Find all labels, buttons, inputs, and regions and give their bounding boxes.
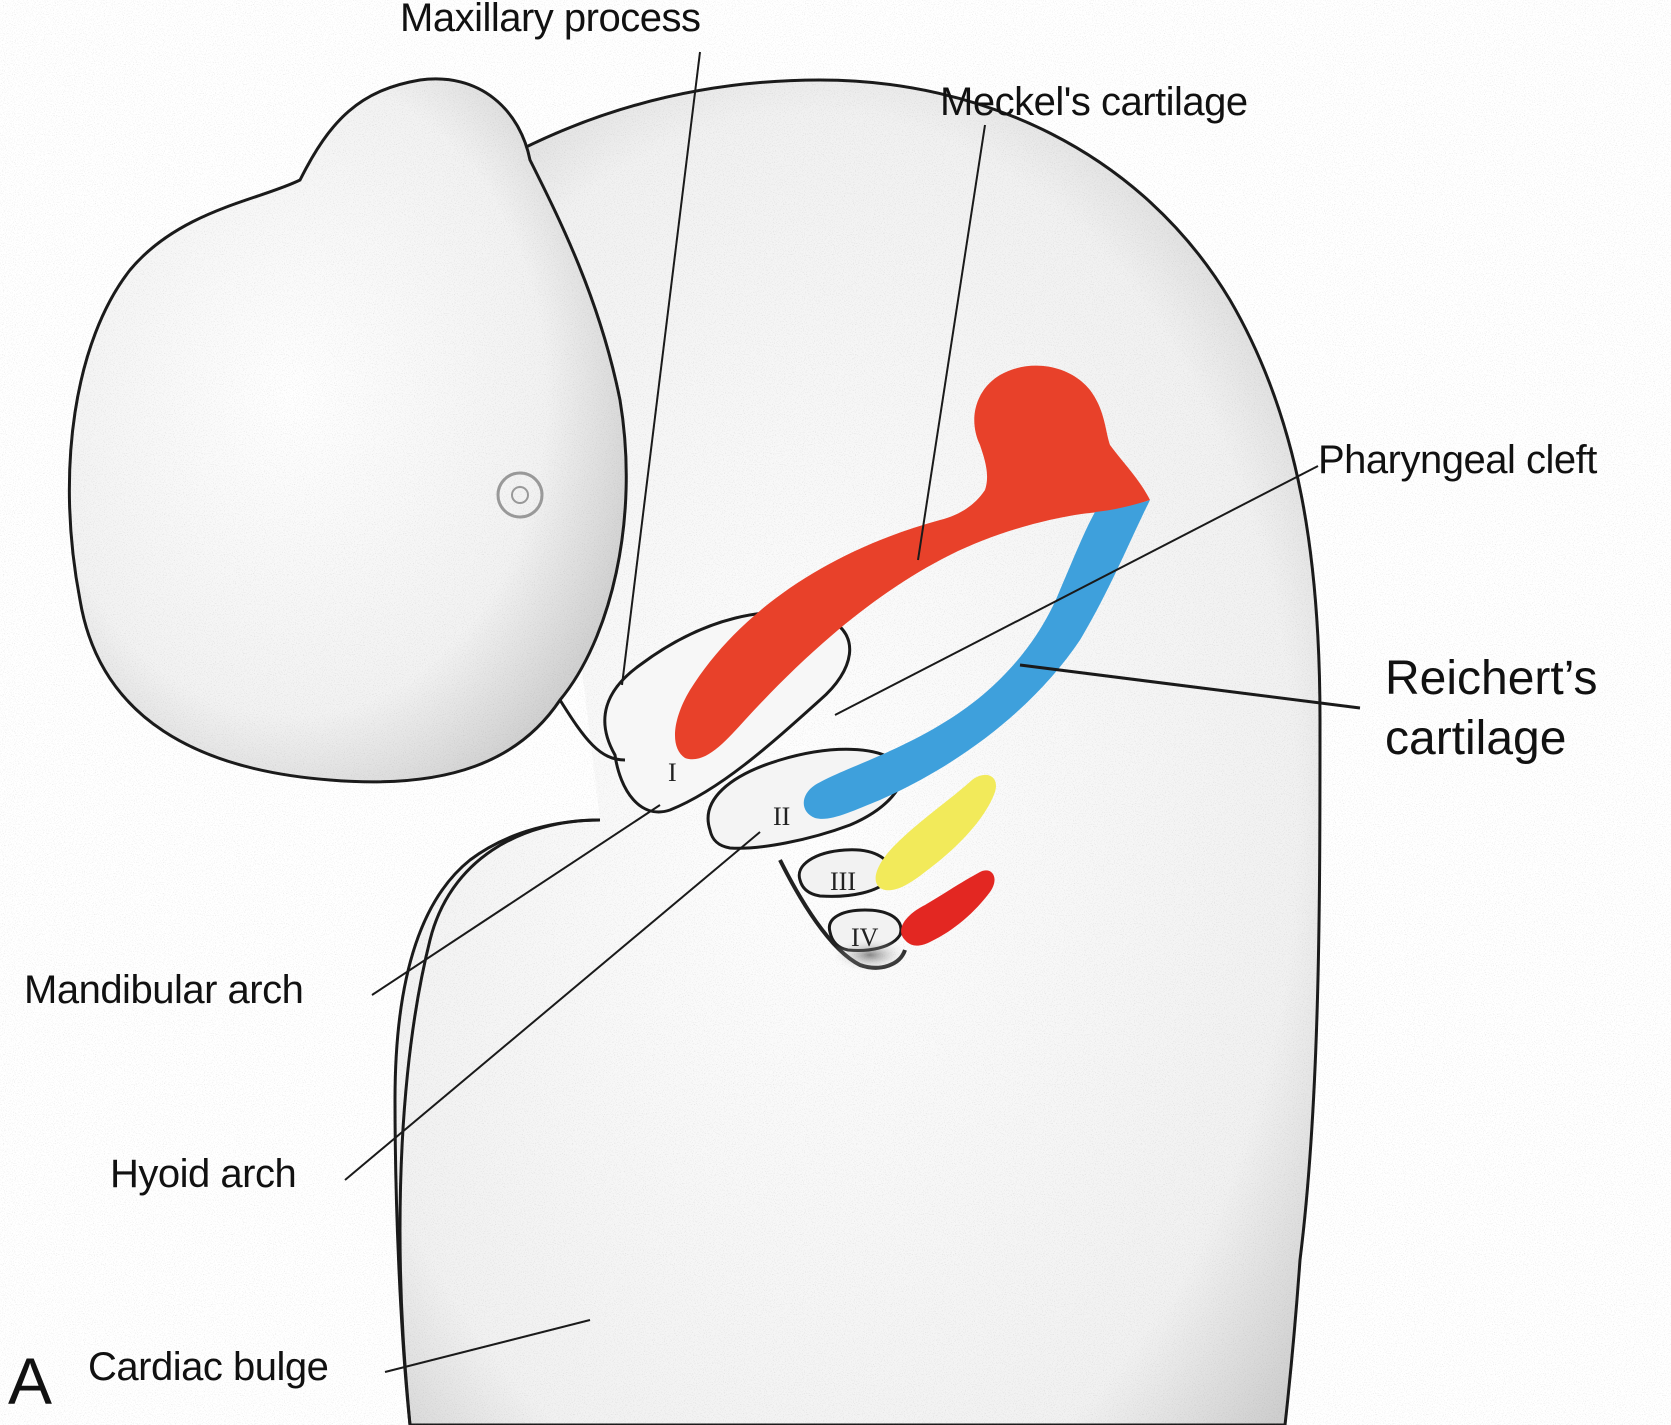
label-pharyngeal-cleft: Pharyngeal cleft xyxy=(1318,438,1597,483)
label-meckels-cartilage: Meckel's cartilage xyxy=(940,80,1248,125)
arch-numeral-I: I xyxy=(668,758,677,787)
arch-numeral-II: II xyxy=(773,802,790,831)
panel-letter: A xyxy=(8,1345,52,1419)
label-cardiac-bulge: Cardiac bulge xyxy=(88,1345,328,1390)
arch-numeral-IV: IV xyxy=(851,923,879,952)
label-maxillary-process: Maxillary process xyxy=(400,0,700,41)
arch-numeral-III: III xyxy=(830,867,856,896)
label-reicherts-cartilage-line1: Reichert’s xyxy=(1385,652,1598,706)
label-reicherts-cartilage-line2: cartilage xyxy=(1385,712,1566,766)
label-hyoid-arch: Hyoid arch xyxy=(110,1152,296,1197)
label-mandibular-arch: Mandibular arch xyxy=(24,968,303,1013)
